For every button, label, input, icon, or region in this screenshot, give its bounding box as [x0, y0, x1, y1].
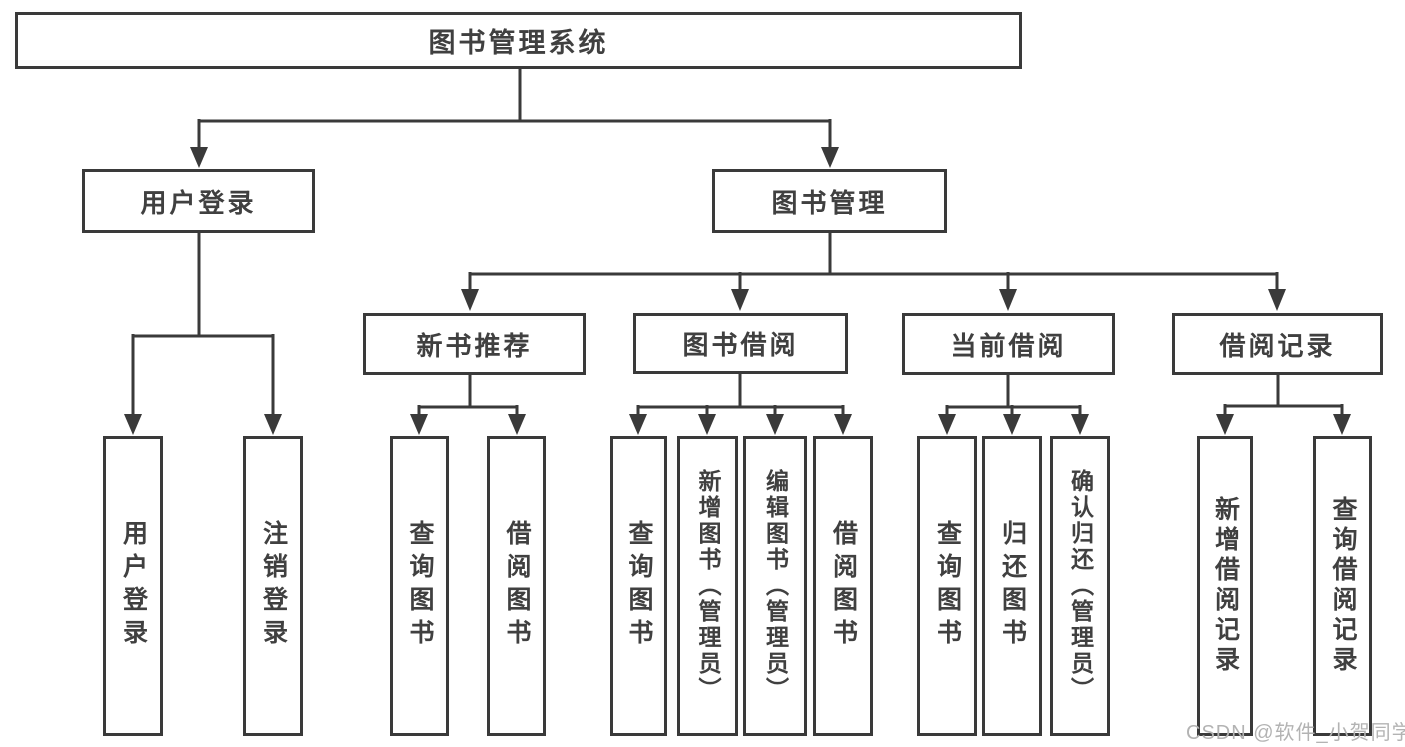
leaf-user-login: 用户登录	[103, 436, 163, 736]
node-current-borrowing: 当前借阅	[902, 313, 1115, 375]
leaf-borrow-books-recommend: 借阅图书	[487, 436, 546, 736]
leaf-borrow-books-recommend-label: 借阅图书	[503, 520, 531, 652]
leaf-query-books-borrowing-label: 查询图书	[625, 520, 653, 652]
leaf-borrow-books-borrowing: 借阅图书	[813, 436, 873, 736]
node-book-borrowing: 图书借阅	[633, 313, 848, 374]
leaf-query-borrow-record-label: 查询借阅记录	[1329, 496, 1357, 676]
leaf-borrow-books-borrowing-label: 借阅图书	[829, 520, 858, 652]
node-new-book-recommend-label: 新书推荐	[416, 330, 533, 361]
node-user-login: 用户登录	[82, 169, 315, 233]
leaf-edit-book-admin: 编辑图书（管理员）	[743, 436, 807, 736]
leaf-return-book-label: 归还图书	[998, 520, 1027, 652]
leaf-add-borrow-record-label: 新增借阅记录	[1211, 496, 1240, 676]
leaf-query-books-borrowing: 查询图书	[610, 436, 667, 736]
leaf-logout: 注销登录	[243, 436, 303, 736]
csdn-watermark: CSDN @软件_小贺同学	[1186, 722, 1405, 744]
arrowheads	[124, 147, 1351, 435]
leaf-logout-label: 注销登录	[259, 520, 288, 652]
leaf-add-book-admin-label: 新增图书（管理员）	[695, 469, 721, 703]
leaf-add-borrow-record: 新增借阅记录	[1197, 436, 1253, 736]
node-new-book-recommend: 新书推荐	[363, 313, 586, 375]
leaf-query-books-current: 查询图书	[917, 436, 977, 736]
node-borrow-records: 借阅记录	[1172, 313, 1383, 375]
node-book-borrowing-label: 图书借阅	[682, 330, 799, 360]
leaf-confirm-return-admin-label: 确认归还（管理员）	[1067, 469, 1094, 703]
leaf-query-books-current-label: 查询图书	[933, 520, 962, 652]
leaf-add-book-admin: 新增图书（管理员）	[677, 436, 738, 736]
leaf-query-books-recommend: 查询图书	[390, 436, 449, 736]
node-borrow-records-label: 借阅记录	[1219, 330, 1336, 361]
leaf-user-login-label: 用户登录	[119, 520, 148, 652]
node-book-management-label: 图书管理	[771, 187, 888, 218]
leaf-query-borrow-record: 查询借阅记录	[1313, 436, 1372, 736]
leaf-query-books-recommend-label: 查询图书	[406, 520, 434, 652]
node-library-system: 图书管理系统	[15, 12, 1022, 69]
leaf-return-book: 归还图书	[982, 436, 1042, 736]
leaf-confirm-return-admin: 确认归还（管理员）	[1050, 436, 1110, 736]
node-user-login-label: 用户登录	[140, 187, 257, 218]
node-book-management: 图书管理	[712, 169, 947, 233]
node-current-borrowing-label: 当前借阅	[950, 330, 1067, 361]
leaf-edit-book-admin-label: 编辑图书（管理员）	[762, 469, 789, 703]
node-library-system-label: 图书管理系统	[428, 28, 609, 58]
